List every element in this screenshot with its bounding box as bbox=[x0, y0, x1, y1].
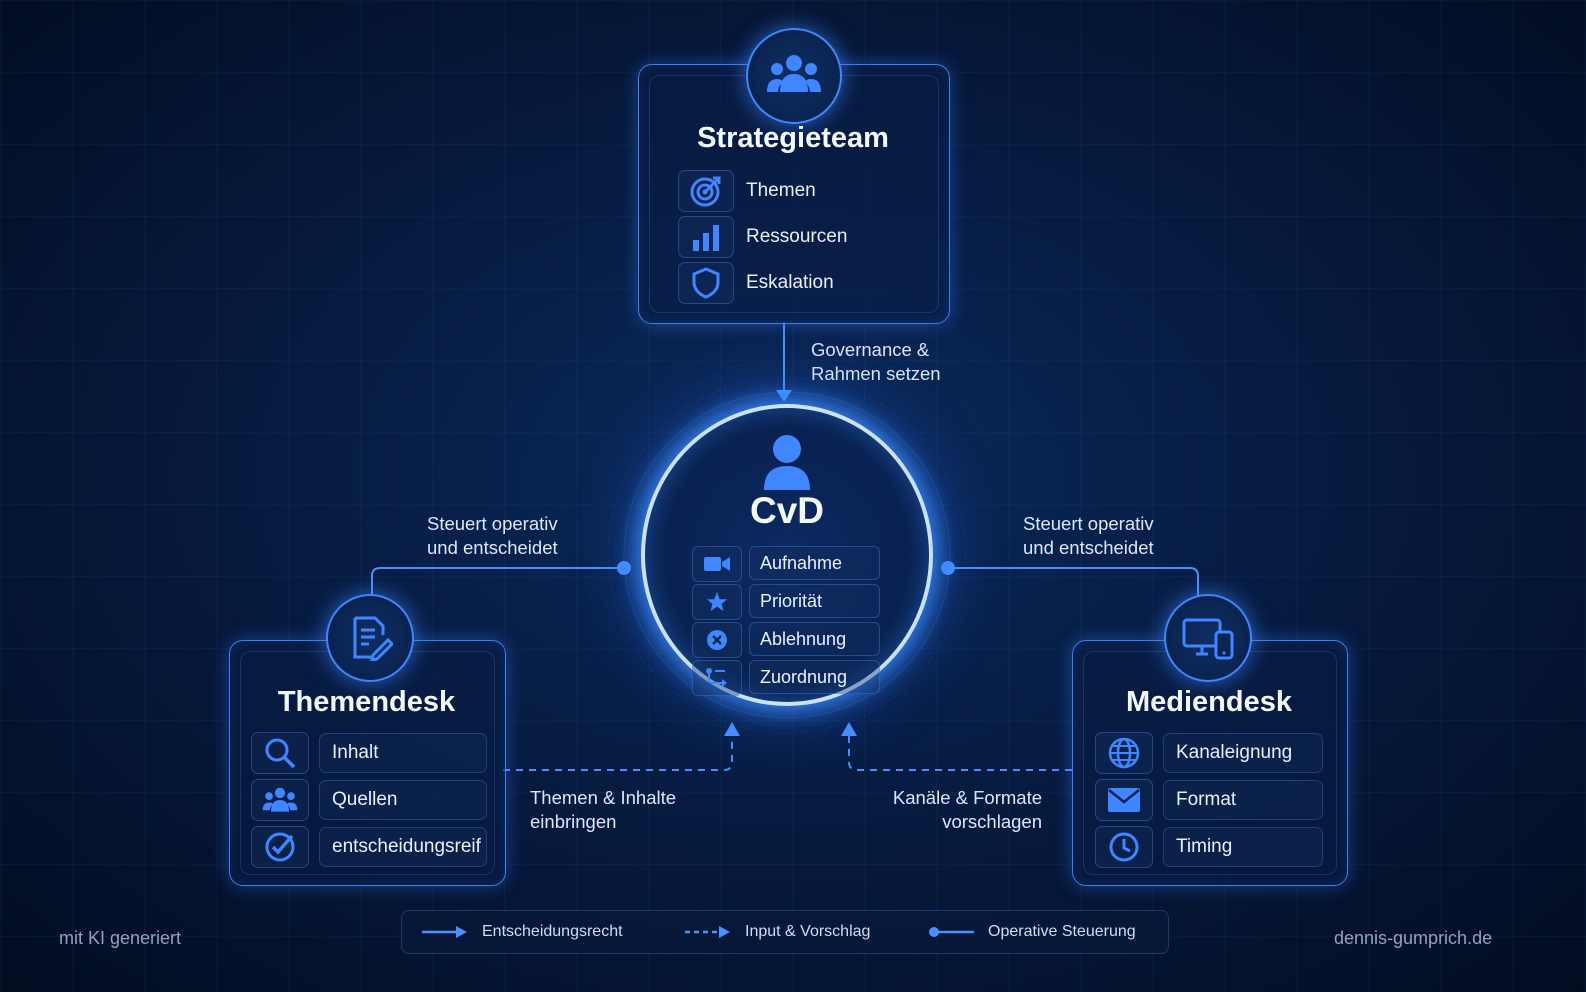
legend: Entscheidungsrecht Input & Vorschlag Ope… bbox=[401, 910, 1169, 954]
themendesk-title: Themendesk bbox=[277, 686, 456, 718]
devices-icon bbox=[1164, 594, 1252, 682]
operative-dot-left bbox=[617, 561, 631, 575]
shield-icon bbox=[678, 262, 734, 304]
strategieteam-item-label: Ressourcen bbox=[746, 226, 848, 247]
steuert-label-right: Steuert operativ und entscheidet bbox=[1023, 513, 1154, 558]
video-camera-icon bbox=[692, 546, 742, 582]
input-arrowhead-right bbox=[841, 722, 857, 736]
themendesk-item-label: entscheidungsreif bbox=[319, 827, 487, 867]
route-icon bbox=[692, 660, 742, 696]
legend-item-input: Input & Vorschlag bbox=[685, 911, 870, 953]
operative-dot-right bbox=[941, 561, 955, 575]
legend-item-operativ: Operative Steuerung bbox=[928, 911, 1136, 953]
clock-icon bbox=[1095, 826, 1153, 868]
mediendesk-item: Kanaleignung bbox=[1095, 732, 1323, 774]
mediendesk-item-label: Timing bbox=[1163, 827, 1323, 867]
input-arrowhead-left bbox=[724, 722, 740, 736]
input-line-left bbox=[503, 735, 733, 771]
cvd-item: Zuordnung bbox=[692, 660, 880, 696]
cvd-item-label: Priorität bbox=[749, 584, 880, 618]
strategieteam-item: Eskalation bbox=[678, 262, 834, 304]
strategieteam-item: Themen bbox=[678, 170, 816, 212]
x-circle-icon bbox=[692, 622, 742, 658]
themendesk-item-label: Inhalt bbox=[319, 733, 487, 773]
envelope-icon bbox=[1095, 779, 1153, 821]
themendesk-item: Inhalt bbox=[251, 732, 487, 774]
cvd-item: Aufnahme bbox=[692, 546, 880, 582]
themendesk-item-label: Quellen bbox=[319, 780, 487, 820]
legend-item-entscheidungsrecht: Entscheidungsrecht bbox=[422, 911, 623, 953]
kanaele-input-label: Kanäle & Formate vorschlagen bbox=[892, 787, 1042, 832]
footer-ai-note: mit KI generiert bbox=[59, 928, 182, 948]
input-line-right bbox=[848, 735, 1072, 771]
cvd-item-label: Aufnahme bbox=[749, 546, 880, 580]
strategieteam-item: Ressourcen bbox=[678, 216, 847, 258]
mediendesk-title: Mediendesk bbox=[1126, 686, 1292, 718]
mediendesk-item-label: Format bbox=[1163, 780, 1323, 820]
mediendesk-item: Format bbox=[1095, 779, 1323, 821]
steuert-label-left: Steuert operativ und entscheidet bbox=[427, 513, 558, 558]
strategieteam-item-label: Themen bbox=[746, 180, 816, 201]
cvd-item: Priorität bbox=[692, 584, 880, 620]
operative-line-right bbox=[948, 567, 1199, 596]
themen-input-label: Themen & Inhalte einbringen bbox=[530, 787, 677, 832]
dot-line-icon bbox=[929, 927, 974, 937]
mediendesk-item-label: Kanaleignung bbox=[1163, 733, 1323, 773]
check-circle-icon bbox=[251, 826, 309, 868]
themendesk-item: entscheidungsreif bbox=[251, 826, 487, 868]
mediendesk-item: Timing bbox=[1095, 826, 1323, 868]
star-icon bbox=[692, 584, 742, 620]
themendesk-item: Quellen bbox=[251, 779, 487, 821]
globe-icon bbox=[1095, 732, 1153, 774]
team-icon bbox=[746, 28, 842, 124]
dashed-arrow-icon bbox=[685, 926, 730, 938]
target-icon bbox=[678, 170, 734, 212]
solid-arrow-icon bbox=[422, 926, 467, 938]
people-icon bbox=[251, 779, 309, 821]
orbit-ring bbox=[608, 376, 966, 734]
bar-chart-icon bbox=[678, 216, 734, 258]
governance-label: Governance & Rahmen setzen bbox=[811, 339, 941, 384]
search-icon bbox=[251, 732, 309, 774]
operative-line-left bbox=[371, 567, 624, 596]
cvd-item: Ablehnung bbox=[692, 622, 880, 658]
cvd-title: CvD bbox=[749, 490, 825, 531]
cvd-item-label: Ablehnung bbox=[749, 622, 880, 656]
governance-arrowhead bbox=[776, 390, 792, 402]
strategieteam-item-label: Eskalation bbox=[746, 272, 834, 293]
strategieteam-title: Strategieteam bbox=[697, 122, 889, 154]
cvd-item-label: Zuordnung bbox=[749, 660, 880, 694]
footer-website: dennis-gumprich.de bbox=[1334, 928, 1493, 948]
document-edit-icon bbox=[326, 594, 414, 682]
person-icon bbox=[762, 434, 812, 495]
